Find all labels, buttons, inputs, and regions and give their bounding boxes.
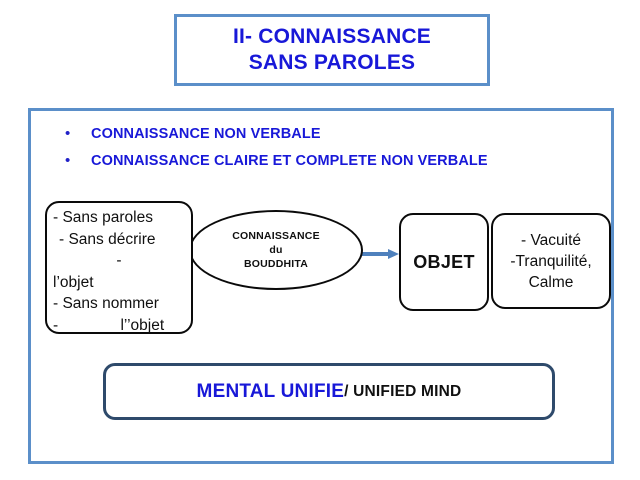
- left-box-line-1: - Sans paroles: [53, 209, 153, 226]
- title-banner: II- CONNAISSANCE SANS PAROLES: [174, 14, 490, 86]
- objet-box: OBJET: [399, 213, 489, 311]
- right-arrow-icon: [361, 249, 401, 259]
- left-conditions-box: - Sans paroles - Sans décrire - l’objet …: [45, 201, 193, 334]
- arrow-head: [388, 249, 399, 259]
- bullet-text: CONNAISSANCE CLAIRE ET COMPLETE NON VERB…: [91, 153, 488, 169]
- mental-unifie-french: MENTAL UNIFIE: [196, 380, 345, 402]
- bullet-marker-icon: •: [65, 125, 71, 142]
- left-box-line-6: - l’’objet: [53, 315, 185, 337]
- ellipse-line-1: CONNAISSANCE: [232, 230, 320, 242]
- left-box-line-5: - Sans nommer: [53, 295, 159, 312]
- left-box-line-4: l’objet: [53, 273, 94, 291]
- mental-unifie-english: / UNIFIED MIND: [344, 382, 462, 400]
- mental-unifie-box: MENTAL UNIFIE/ UNIFIED MIND: [103, 363, 555, 420]
- right-box-line-1: - Vacuité: [520, 231, 582, 249]
- objet-label: OBJET: [413, 251, 475, 272]
- title-line-2: SANS PAROLES: [248, 51, 416, 74]
- left-box-line-2: - Sans décrire: [59, 230, 156, 248]
- ellipse-line-3: BOUDDHITA: [243, 258, 308, 270]
- connaissance-ellipse: CONNAISSANCE du BOUDDHITA: [189, 210, 363, 290]
- qualities-box: - Vacuité -Tranquilité, Calme: [491, 213, 611, 309]
- bullet-text: CONNAISSANCE NON VERBALE: [91, 126, 321, 142]
- list-item: • CONNAISSANCE CLAIRE ET COMPLETE NON VE…: [65, 151, 595, 171]
- left-box-line-6-dash: -: [53, 316, 59, 334]
- right-box-line-2: -Tranquilité,: [510, 252, 592, 270]
- bullet-marker-icon: •: [65, 152, 71, 169]
- left-box-line-3: -: [116, 252, 122, 269]
- main-content-frame: • CONNAISSANCE NON VERBALE • CONNAISSANC…: [28, 108, 614, 464]
- right-box-line-3: Calme: [528, 273, 574, 291]
- left-box-line-6-object: l’’objet: [120, 316, 165, 334]
- title-line-1: II- CONNAISSANCE: [232, 25, 432, 48]
- bullet-list: • CONNAISSANCE NON VERBALE • CONNAISSANC…: [65, 124, 595, 178]
- arrow-shaft: [361, 252, 389, 256]
- ellipse-line-2: du: [269, 244, 283, 256]
- list-item: • CONNAISSANCE NON VERBALE: [65, 124, 595, 144]
